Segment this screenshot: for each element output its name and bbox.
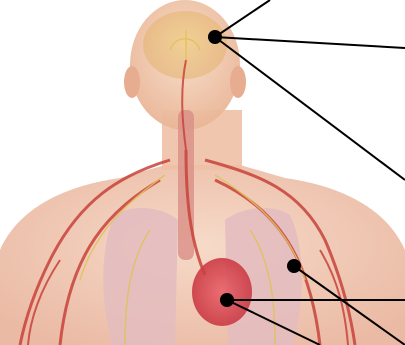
left-lung-shape [103, 208, 178, 345]
heart-marker [220, 293, 234, 307]
brain-marker [208, 30, 222, 44]
brain-leader-low [215, 37, 405, 180]
shoulder-marker [287, 259, 301, 273]
left-ear-shape [124, 66, 140, 98]
right-ear-shape [230, 66, 246, 98]
brain-leader-mid [215, 37, 405, 48]
